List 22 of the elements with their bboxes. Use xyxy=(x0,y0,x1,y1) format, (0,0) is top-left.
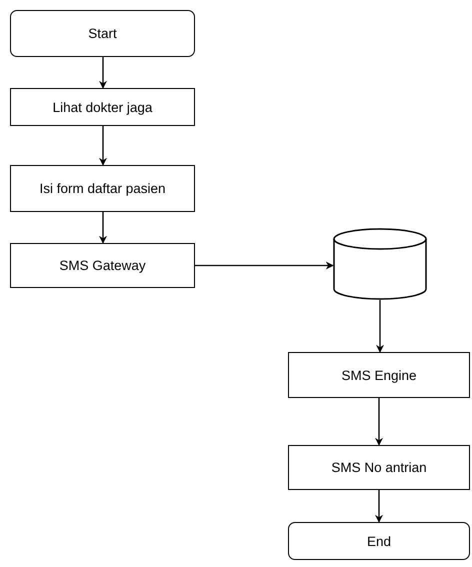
cylinder-shape xyxy=(333,228,427,300)
arrow xyxy=(375,398,383,446)
node-label: Start xyxy=(88,26,117,41)
node-label: SMS Gateway xyxy=(59,258,146,273)
process-box xyxy=(10,243,195,288)
node-label: Lihat dokter jaga xyxy=(52,100,152,114)
process-box xyxy=(10,88,195,126)
terminal-box xyxy=(10,10,195,57)
arrow xyxy=(99,212,107,244)
terminal-box xyxy=(288,522,470,560)
arrow xyxy=(99,126,107,166)
process-box xyxy=(10,165,195,212)
arrow xyxy=(375,490,383,523)
node-label: Isi form daftar pasien xyxy=(39,181,166,196)
arrow xyxy=(195,262,334,270)
node-label: SMS Engine xyxy=(341,368,417,382)
node-label: SMS No antrian xyxy=(331,460,427,475)
process-box xyxy=(288,352,470,398)
node-label: End xyxy=(366,534,392,548)
arrow xyxy=(99,57,107,89)
process-box xyxy=(288,445,470,490)
arrow xyxy=(376,300,384,353)
